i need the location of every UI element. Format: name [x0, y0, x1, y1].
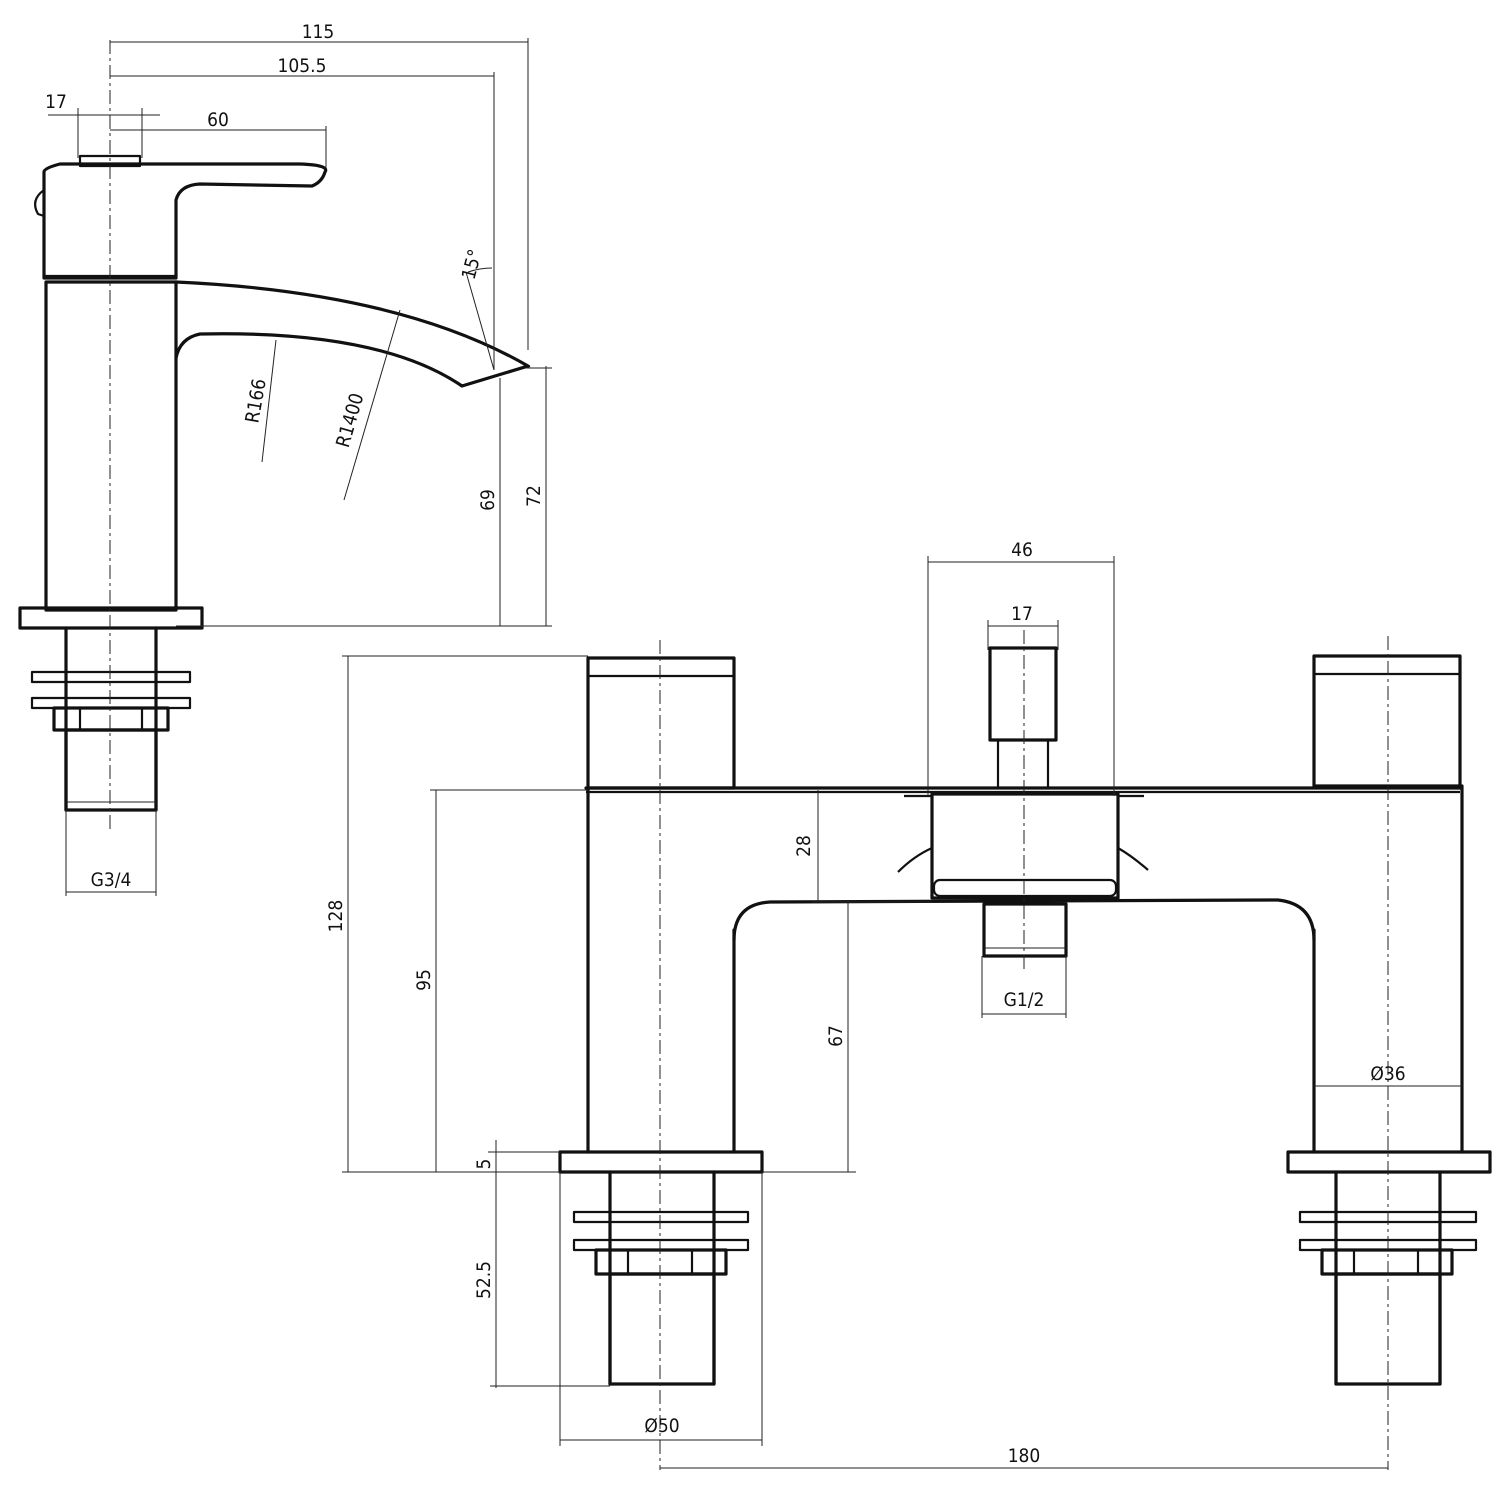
bath-right-handle	[1312, 654, 1462, 788]
basin-nut	[52, 706, 170, 732]
basin-handle	[42, 162, 328, 280]
basin-angle-15: 15°	[458, 247, 487, 282]
basin-radius-1400: R1400	[332, 391, 368, 450]
bath-left-base-plate	[558, 1150, 764, 1174]
bath-dia-50: Ø50	[644, 1415, 679, 1437]
bath-dim-67: 67	[825, 1025, 847, 1047]
basin-dim-115: 115	[302, 21, 335, 43]
basin-washer-1	[30, 670, 192, 684]
basin-thread-g3-4: G3/4	[91, 869, 132, 891]
bath-left-handle	[586, 656, 736, 790]
basin-dim-69: 69	[477, 489, 499, 511]
bath-right-nut	[1320, 1248, 1454, 1276]
bath-dia-36: Ø36	[1370, 1063, 1405, 1085]
bath-dim-5: 5	[473, 1159, 495, 1170]
bath-outlet-thread	[982, 902, 1068, 958]
basin-body	[44, 280, 178, 612]
basin-dim-72: 72	[523, 485, 545, 507]
basin-mixer-drawing: 115 105.5 17 60 15° R166 R1400 69 72	[18, 21, 552, 896]
bath-dim-46: 46	[1011, 539, 1033, 561]
bath-dim-180: 180	[1008, 1445, 1041, 1467]
basin-dim-60: 60	[207, 109, 229, 131]
bath-dim-17: 17	[1011, 603, 1033, 625]
bath-outlet-block	[930, 792, 1120, 900]
basin-dim-105-5: 105.5	[278, 55, 327, 77]
bath-left-nut	[594, 1248, 728, 1276]
bath-filler-drawing: 46 17 128 95 28 67 5 52.5 G1/2	[325, 539, 1492, 1470]
bath-thread-g1-2: G1/2	[1004, 989, 1045, 1011]
bath-dim-128: 128	[325, 900, 347, 933]
basin-spout	[174, 280, 530, 388]
basin-radius-166: R166	[241, 377, 270, 425]
bath-dim-28: 28	[793, 835, 815, 857]
bath-dim-95: 95	[413, 969, 435, 991]
basin-dim-17: 17	[45, 91, 67, 113]
basin-handle-side-button	[33, 189, 45, 218]
bath-right-base-plate	[1286, 1150, 1492, 1174]
basin-base-plate	[18, 606, 204, 630]
bath-diverter-knob	[988, 646, 1058, 742]
bath-dim-52-5: 52.5	[473, 1261, 495, 1299]
basin-tail	[64, 728, 158, 812]
